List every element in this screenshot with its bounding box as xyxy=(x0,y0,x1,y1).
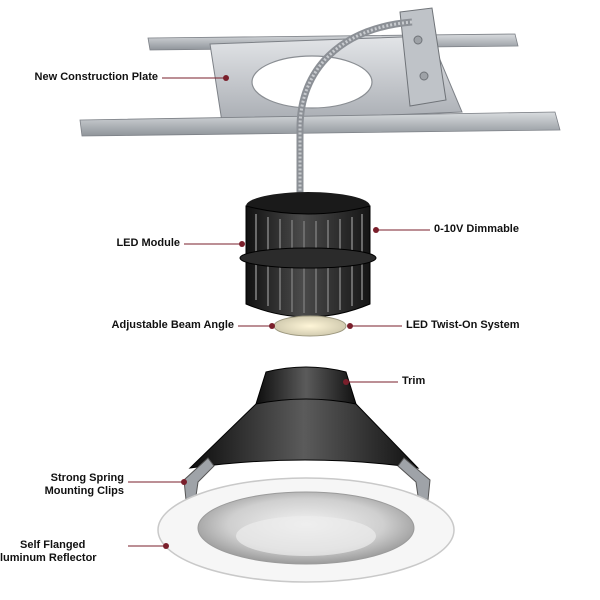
label-spring-clips-line2: Mounting Clips xyxy=(44,485,124,497)
hanger-bar-front xyxy=(79,111,561,137)
label-reflector: Self Flanged luminum Reflector xyxy=(0,539,97,565)
label-led-module: LED Module xyxy=(116,237,180,249)
label-reflector-line1: Self Flanged xyxy=(20,539,86,551)
label-twist-on: LED Twist-On System xyxy=(406,319,520,331)
dot-dimmable xyxy=(373,227,379,233)
dot-trim xyxy=(343,379,349,385)
dot-beam-angle xyxy=(269,323,275,329)
dot-twist-on xyxy=(347,323,353,329)
dot-led-module xyxy=(239,241,245,247)
label-dimmable: 0-10V Dimmable xyxy=(434,223,519,235)
dot-construction-plate xyxy=(223,75,229,81)
label-spring-clips-line1: Strong Spring xyxy=(50,472,124,484)
construction-plate xyxy=(79,7,561,200)
junction-box xyxy=(399,7,447,107)
label-spring-clips: Strong Spring Mounting Clips xyxy=(45,472,124,498)
callout-leaders xyxy=(128,75,430,549)
trim-assembly xyxy=(157,366,455,583)
label-reflector-line2: luminum Reflector xyxy=(0,552,97,564)
led-module xyxy=(239,192,377,337)
label-beam-angle: Adjustable Beam Angle xyxy=(111,319,234,331)
dot-reflector xyxy=(163,543,169,549)
dot-spring-clips xyxy=(181,479,187,485)
label-construction-plate: New Construction Plate xyxy=(34,71,158,83)
led-lens xyxy=(273,315,347,337)
label-trim: Trim xyxy=(402,375,426,387)
